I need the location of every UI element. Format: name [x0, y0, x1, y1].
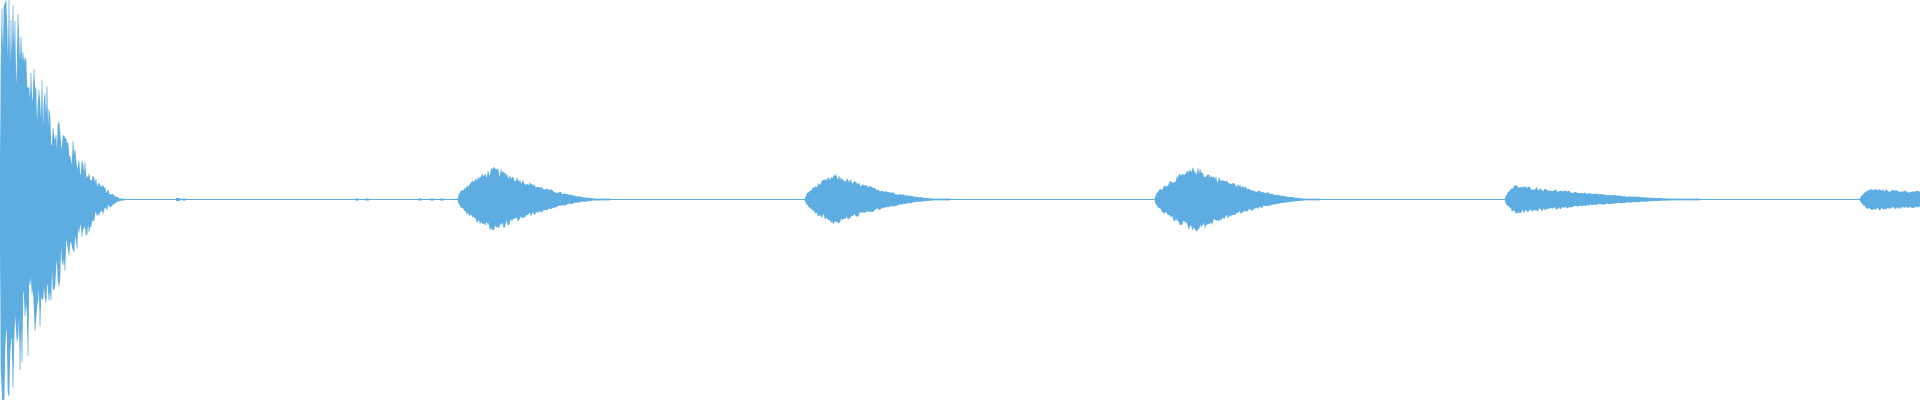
waveform-blip: [440, 198, 444, 201]
waveform-blip: [176, 198, 180, 201]
waveform-event-strike: [0, 0, 126, 400]
waveform-blip: [182, 198, 186, 201]
waveform-blip: [430, 198, 434, 201]
waveform-event-tone-1: [457, 166, 611, 231]
waveform-event-tone-3: [1154, 166, 1321, 232]
waveform-blip: [355, 198, 359, 201]
waveform-event-tone-4: [1504, 184, 1701, 215]
waveform-event-tone-5: [1859, 188, 1920, 211]
waveform-blip: [418, 198, 422, 201]
waveform-blip: [365, 198, 369, 201]
waveform-event-tone-2: [804, 173, 951, 224]
